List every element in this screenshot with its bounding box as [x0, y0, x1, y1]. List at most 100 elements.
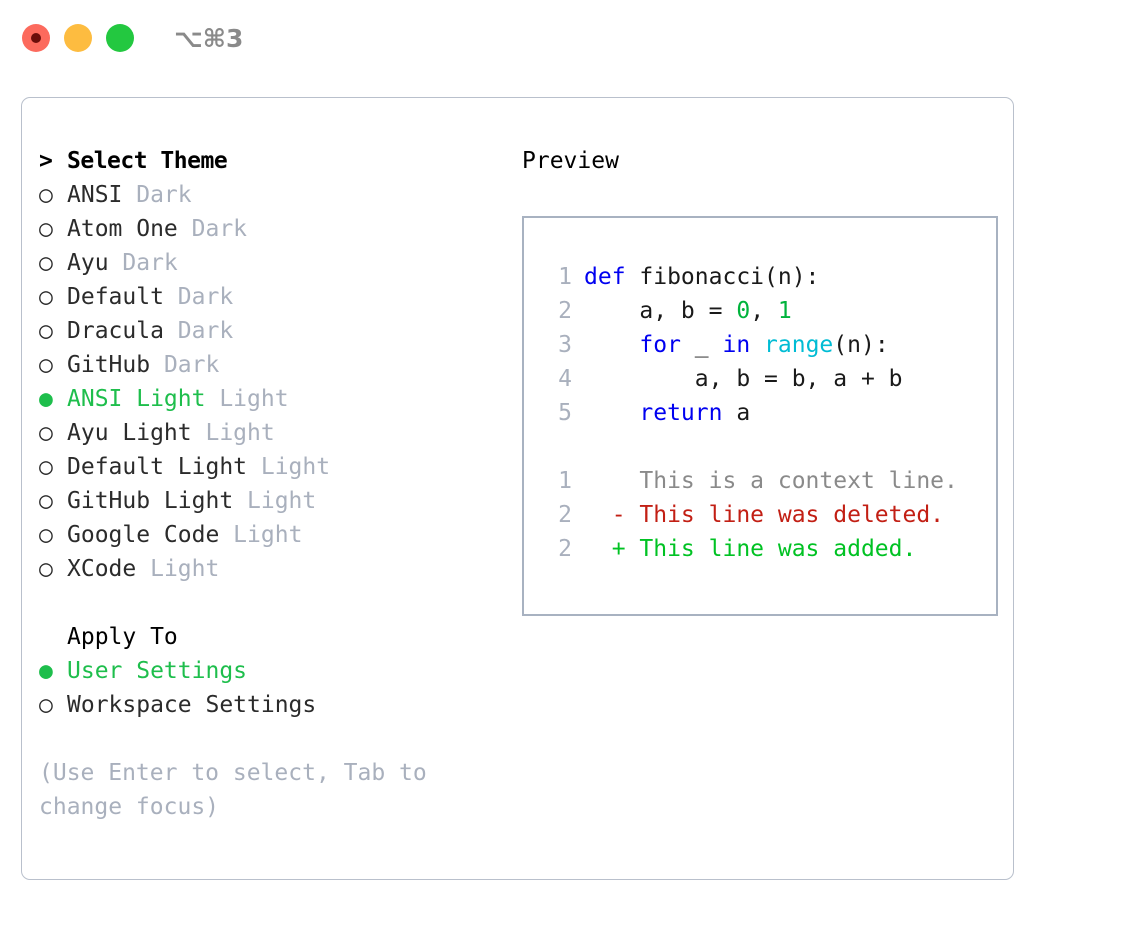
radio-unselected-icon: ○	[39, 454, 53, 480]
caret-icon: >	[39, 148, 53, 174]
theme-kind-label: Dark	[150, 352, 220, 378]
diff-line-text: - This line was deleted.	[584, 502, 945, 528]
line-number: 2	[558, 502, 572, 528]
theme-name-label: Dracula	[67, 318, 164, 344]
line-number: 2	[558, 536, 572, 562]
theme-list-item[interactable]: ○Default Dark	[39, 280, 499, 314]
line-number: 1	[558, 468, 572, 494]
theme-list-item[interactable]: ○ Atom One Dark	[39, 212, 499, 246]
radio-unselected-icon: ○	[39, 182, 53, 208]
theme-list-item[interactable]: ○ Dracula Dark	[39, 314, 499, 348]
code-line-text: a, b = b, a + b	[584, 362, 903, 396]
code-line: 4 a, b = b, a + b	[540, 362, 996, 396]
theme-name-label: Ayu Light	[67, 420, 192, 446]
code-token: 0	[736, 298, 751, 324]
radio-selected-icon: ●	[39, 386, 53, 412]
theme-list[interactable]: ○ANSI Dark○Atom One Dark○Ayu Dark○Defaul…	[39, 178, 499, 586]
code-token: return	[639, 400, 723, 426]
code-token: _	[680, 332, 723, 358]
diff-line: 2 + This line was added.	[540, 532, 996, 566]
radio-unselected-icon: ○	[39, 216, 53, 242]
theme-list-item[interactable]: ○Google Code Light	[39, 518, 499, 552]
code-line: 2 a, b = 0, 1	[540, 294, 996, 328]
theme-list-item[interactable]: ○ Default Light Light	[39, 450, 499, 484]
code-line: 3 for _ in range(n):	[540, 328, 996, 362]
radio-unselected-icon: ○	[39, 352, 53, 378]
code-line-text: def fibonacci(n):	[584, 260, 819, 294]
radio-unselected-icon: ○	[39, 488, 53, 514]
code-token: ,	[750, 298, 778, 324]
line-number: 4	[558, 366, 572, 392]
apply-to-list[interactable]: ● User Settings ○Workspace Settings	[39, 654, 499, 722]
code-token	[584, 332, 639, 358]
code-token	[750, 332, 764, 358]
line-number: 1	[558, 264, 572, 290]
code-token: def	[584, 264, 640, 290]
code-token: (n):	[833, 332, 889, 358]
theme-name-label: Atom One	[67, 216, 178, 242]
code-token: in	[722, 332, 751, 358]
code-diff-separator	[540, 430, 996, 464]
line-number: 2	[558, 298, 572, 324]
radio-unselected-icon: ○	[39, 318, 53, 344]
theme-kind-label: Dark	[122, 182, 192, 208]
theme-kind-label: Dark	[163, 284, 234, 310]
apply-to-heading: Apply To	[67, 624, 178, 650]
keyboard-hint-text: (Use Enter to select, Tab to change focu…	[39, 760, 427, 820]
apply-to-option[interactable]: ○Workspace Settings	[39, 688, 499, 722]
theme-picker-card: >Select Theme ○ANSI Dark○Atom One Dark○A…	[21, 97, 1014, 880]
minimize-button[interactable]	[64, 24, 92, 52]
code-line-text: return a	[584, 396, 750, 430]
diff-line: 2 - This line was deleted.	[540, 498, 996, 532]
theme-name-label: XCode	[67, 556, 137, 582]
code-token: a, b = b, a + b	[584, 366, 903, 392]
select-theme-title: Select Theme	[67, 148, 228, 174]
apply-to-label-text: User Settings	[67, 658, 248, 684]
preview-heading: Preview	[522, 148, 619, 174]
theme-list-item[interactable]: ○ Ayu Dark	[39, 246, 499, 280]
theme-kind-label: Light	[247, 454, 331, 480]
theme-list-item[interactable]: ○ANSI Dark	[39, 178, 499, 212]
theme-list-panel: >Select Theme ○ANSI Dark○Atom One Dark○A…	[39, 144, 499, 879]
title-bar: ⌥⌘3	[0, 0, 1140, 76]
radio-selected-icon: ●	[39, 658, 53, 684]
theme-list-item[interactable]: ○ GitHub Dark	[39, 348, 499, 382]
close-button[interactable]	[22, 24, 50, 52]
theme-kind-label: Light	[205, 386, 289, 412]
radio-unselected-icon: ○	[39, 250, 53, 276]
radio-unselected-icon: ○	[39, 284, 53, 310]
code-token: fibonacci(n):	[639, 264, 820, 290]
diff-line-text: + This line was added.	[584, 536, 917, 562]
theme-name-label: ANSI Light	[67, 386, 206, 412]
code-line: 5 return a	[540, 396, 996, 430]
code-token: a, b =	[584, 298, 737, 324]
apply-to-option[interactable]: ● User Settings	[39, 654, 499, 688]
theme-list-item[interactable]: ○GitHub Light Light	[39, 484, 499, 518]
theme-kind-label: Dark	[177, 216, 248, 242]
theme-name-label: Google Code	[67, 522, 220, 548]
theme-kind-label: Dark	[108, 250, 178, 276]
theme-kind-label: Dark	[163, 318, 234, 344]
theme-list-item[interactable]: ● ANSI Light Light	[39, 382, 499, 416]
theme-name-label: Default Light	[67, 454, 248, 480]
select-theme-header: > Select Theme	[39, 144, 499, 178]
theme-list-item[interactable]: ○Ayu Light Light	[39, 416, 499, 450]
theme-list-item[interactable]: ○ XCode Light	[39, 552, 499, 586]
radio-unselected-icon: ○	[39, 556, 53, 582]
radio-unselected-icon: ○	[39, 522, 53, 548]
theme-kind-label: Light	[191, 420, 275, 446]
theme-name-label: Ayu	[67, 250, 109, 276]
theme-kind-label: Light	[136, 556, 220, 582]
code-token: range	[764, 332, 834, 358]
maximize-button[interactable]	[106, 24, 134, 52]
code-line: 1 def fibonacci(n):	[540, 260, 996, 294]
apply-to-label-text: Workspace Settings	[67, 692, 317, 718]
list-spacer	[39, 586, 499, 620]
code-token: a	[722, 400, 751, 426]
code-line-text: for _ in range(n):	[584, 328, 889, 362]
theme-name-label: GitHub	[67, 352, 151, 378]
